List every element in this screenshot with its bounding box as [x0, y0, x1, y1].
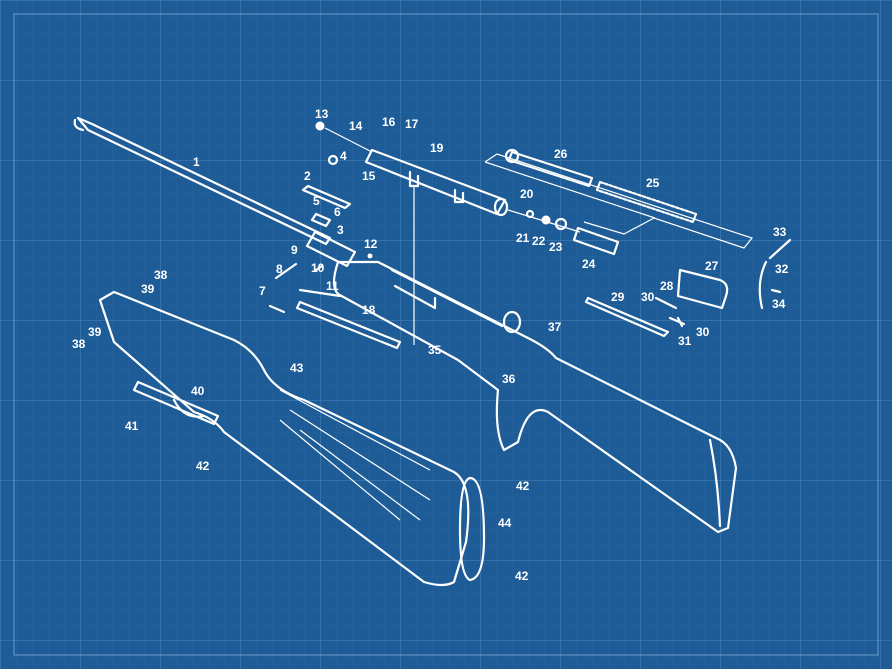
part-label: 27 — [705, 259, 719, 273]
part-label: 42 — [515, 569, 529, 583]
border — [13, 13, 879, 656]
barrel — [73, 116, 357, 268]
part-label: 42 — [516, 479, 530, 493]
wooden-stock — [98, 290, 486, 587]
part-label: 36 — [502, 372, 516, 386]
part-label: 9 — [291, 243, 298, 257]
part-label: 26 — [554, 147, 568, 161]
part-label: 38 — [154, 268, 168, 282]
part-label: 30 — [696, 325, 710, 339]
part-label: 17 — [405, 117, 419, 131]
part-label: 20 — [520, 187, 534, 201]
part-label: 25 — [646, 176, 660, 190]
part-label: 42 — [196, 459, 210, 473]
part-label: 41 — [125, 419, 139, 433]
part-label: 3 — [337, 223, 344, 237]
part-label: 12 — [364, 237, 378, 251]
part-label: 8 — [276, 262, 283, 276]
part-label: 31 — [678, 334, 692, 348]
part-label: 28 — [660, 279, 674, 293]
part-label: 33 — [773, 225, 787, 239]
part-label: 44 — [498, 516, 512, 530]
part-label: 2 — [304, 169, 311, 183]
part-label: 23 — [549, 240, 563, 254]
part-label: 7 — [259, 284, 266, 298]
part-label: 43 — [290, 361, 304, 375]
part-label: 19 — [430, 141, 444, 155]
part-label: 38 — [72, 337, 86, 351]
part-label: 39 — [141, 282, 155, 296]
trigger-group — [268, 154, 792, 350]
part-label: 11 — [326, 279, 339, 293]
part-label: 18 — [362, 303, 376, 317]
part-label: 14 — [349, 119, 363, 133]
part-label: 15 — [362, 169, 376, 183]
part-label: 16 — [382, 115, 396, 129]
part-label: 21 — [516, 231, 530, 245]
part-label: 37 — [548, 320, 562, 334]
part-label: 30 — [641, 290, 655, 304]
part-label: 29 — [611, 290, 625, 304]
receiver-and-rear-stock — [332, 260, 738, 534]
part-label: 4 — [340, 149, 347, 163]
part-label: 6 — [334, 205, 341, 219]
part-label: 22 — [532, 234, 546, 248]
part-label: 10 — [311, 261, 325, 275]
part-label: 35 — [428, 343, 442, 357]
part-label: 32 — [775, 262, 789, 276]
piston-and-spring — [484, 148, 754, 249]
part-label: 39 — [88, 325, 102, 339]
part-label: 13 — [315, 107, 329, 121]
part-label: 34 — [772, 297, 786, 311]
part-label: 24 — [582, 257, 596, 271]
compression-tube — [315, 121, 620, 345]
part-label: 1 — [193, 155, 200, 169]
part-label: 40 — [191, 384, 205, 398]
part-label: 5 — [313, 194, 320, 208]
